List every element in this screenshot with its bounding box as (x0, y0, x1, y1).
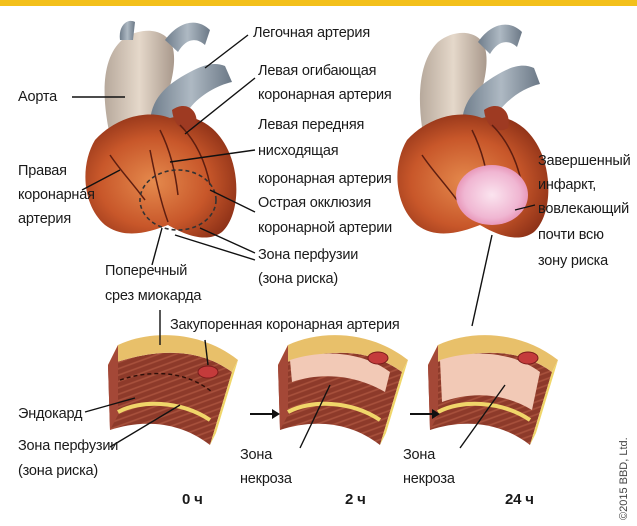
label-lad-3: коронарная артерия (258, 170, 392, 189)
copyright-notice: ©2015 BBD, Ltd. (618, 437, 630, 520)
completed-infarct-zone (456, 165, 528, 225)
label-completed-infarct-2: инфаркт, (538, 176, 596, 195)
heart-right (397, 25, 548, 238)
label-right-coronary-2: коронарная (18, 186, 95, 205)
label-completed-infarct-1: Завершенный (538, 152, 631, 171)
label-necrosis-b-1: Зона (403, 446, 435, 465)
label-right-coronary-1: Правая (18, 162, 67, 181)
label-time-0h: 0 ч (182, 490, 203, 509)
label-lad-1: Левая передняя (258, 116, 364, 135)
occluded-artery-0h (198, 366, 218, 378)
label-lad-2: нисходящая (258, 142, 338, 161)
label-right-coronary-3: артерия (18, 210, 71, 229)
progression-arrow-1 (250, 409, 280, 419)
label-necrosis-a-1: Зона (240, 446, 272, 465)
label-time-2h: 2 ч (345, 490, 366, 509)
label-pulmonary-artery: Легочная артерия (253, 24, 370, 43)
label-occluded-artery: Закупоренная коронарная артерия (170, 316, 400, 335)
label-aorta: Аорта (18, 88, 57, 107)
cross-section-0h (108, 335, 238, 445)
label-cross-section-2: срез миокарда (105, 287, 201, 306)
label-completed-infarct-3: вовлекающий (538, 200, 629, 219)
label-endocardium: Эндокард (18, 405, 82, 424)
cross-section-24h (428, 335, 558, 445)
label-acute-occlusion-2: коронарной артерии (258, 219, 392, 238)
label-perfusion-zone-bottom-2: (зона риска) (18, 462, 98, 481)
cross-section-2h (278, 335, 408, 445)
label-acute-occlusion-1: Острая окклюзия (258, 194, 371, 213)
label-perfusion-zone-2: (зона риска) (258, 270, 338, 289)
label-left-circumflex-1: Левая огибающая (258, 62, 376, 81)
label-left-circumflex-2: коронарная артерия (258, 86, 392, 105)
label-completed-infarct-5: зону риска (538, 252, 608, 271)
label-perfusion-zone-bottom-1: Зона перфузии (18, 437, 118, 456)
label-cross-section-1: Поперечный (105, 262, 187, 281)
label-necrosis-a-2: некроза (240, 470, 292, 489)
label-perfusion-zone-1: Зона перфузии (258, 246, 358, 265)
label-necrosis-b-2: некроза (403, 470, 455, 489)
heart-left (85, 21, 236, 238)
label-completed-infarct-4: почти всю (538, 226, 604, 245)
label-time-24h: 24 ч (505, 490, 534, 509)
